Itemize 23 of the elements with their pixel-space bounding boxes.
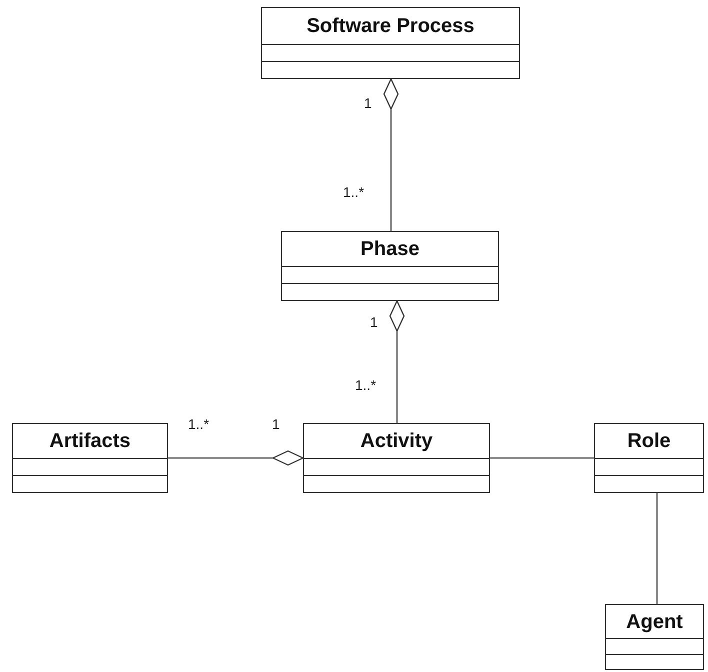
aggregation-line <box>383 78 399 231</box>
class-name: Activity <box>360 430 433 452</box>
association-line <box>490 457 594 459</box>
multiplicity-label: 1..* <box>355 377 376 393</box>
class-name: Artifacts <box>49 430 131 452</box>
class-name: Software Process <box>306 15 474 37</box>
class-name: Phase <box>360 238 420 260</box>
association-line <box>656 493 658 604</box>
multiplicity-label: 1..* <box>188 416 210 432</box>
class-box <box>605 604 704 670</box>
aggregation-line <box>168 450 304 466</box>
multiplicity-label: 1..* <box>343 184 364 200</box>
class-box <box>303 423 490 493</box>
multiplicity-label: 1 <box>364 95 372 111</box>
class-name: Role <box>627 430 671 452</box>
class-box <box>594 423 704 493</box>
class-box <box>12 423 168 493</box>
class-box <box>281 231 499 301</box>
multiplicity-label: 1 <box>370 314 378 330</box>
aggregation-line <box>389 300 405 423</box>
class-name: Agent <box>626 610 683 632</box>
multiplicity-label: 1 <box>272 416 280 432</box>
class-box <box>261 7 520 79</box>
